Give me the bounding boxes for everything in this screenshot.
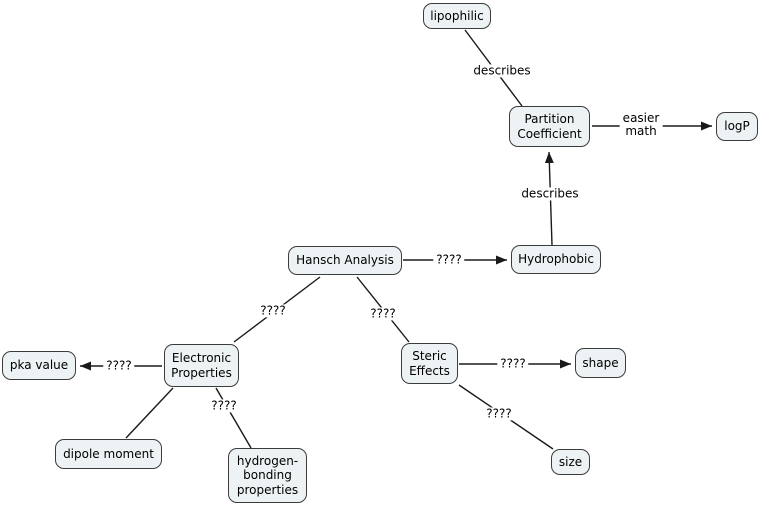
node-logp[interactable]: logP — [716, 112, 758, 141]
edge-label-steric-shape[interactable]: ???? — [497, 357, 529, 371]
edge-label-steric-size[interactable]: ???? — [483, 407, 515, 421]
node-hydrophobic[interactable]: Hydrophobic — [511, 245, 601, 274]
edge-label-electronic-pka[interactable]: ???? — [103, 359, 135, 373]
edge-label-easier-math[interactable]: easier math — [619, 111, 663, 139]
edge-label-hansch-hydrophobic[interactable]: ???? — [433, 253, 465, 267]
node-steric-effects[interactable]: Steric Effects — [401, 343, 458, 384]
edge-electronic-hbond — [215, 387, 252, 449]
node-hydrogen-bonding-properties[interactable]: hydrogen- bonding properties — [228, 448, 307, 503]
node-lipophilic[interactable]: lipophilic — [423, 3, 491, 29]
edge-label-describes-mid[interactable]: describes — [518, 187, 582, 201]
node-hansch-analysis[interactable]: Hansch Analysis — [288, 246, 402, 275]
edge-label-hansch-electronic[interactable]: ???? — [257, 304, 289, 318]
node-dipole-moment[interactable]: dipole moment — [55, 439, 162, 469]
node-shape[interactable]: shape — [575, 348, 626, 378]
edge-electronic-dipole — [125, 387, 174, 439]
edge-label-electronic-hbond[interactable]: ???? — [208, 399, 240, 413]
node-partition-coefficient[interactable]: Partition Coefficient — [509, 106, 590, 147]
edge-label-describes-top[interactable]: describes — [470, 64, 534, 78]
node-electronic-properties[interactable]: Electronic Properties — [164, 344, 239, 387]
edge-label-hansch-steric[interactable]: ???? — [367, 307, 399, 321]
node-size[interactable]: size — [551, 449, 590, 475]
node-pka-value[interactable]: pka value — [2, 351, 76, 380]
